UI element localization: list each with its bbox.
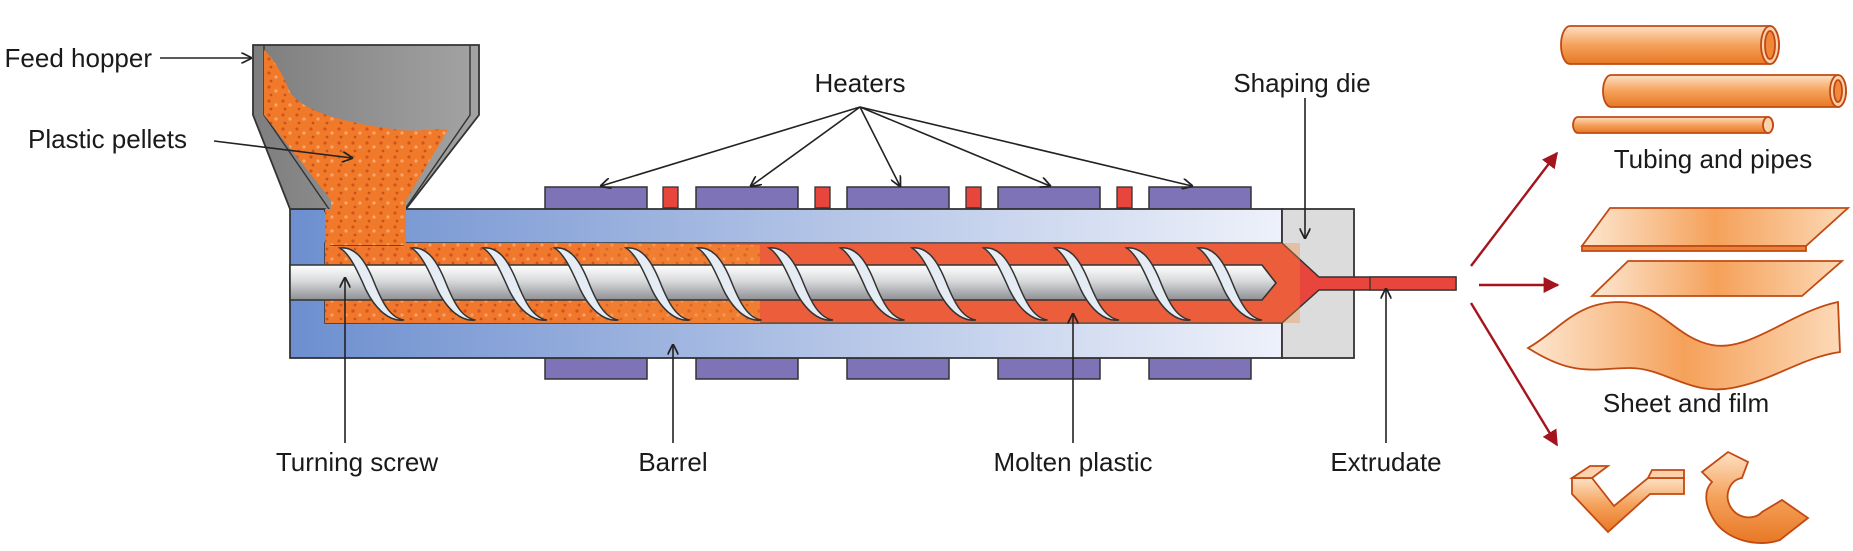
feed-hopper (252, 44, 480, 246)
heater-bottom-4 (997, 357, 1101, 380)
hopper-pellets (264, 50, 448, 245)
screw-flight (981, 247, 1048, 321)
screw-flight (337, 247, 405, 321)
screw-flight (1052, 247, 1120, 321)
screw-flight (623, 247, 691, 321)
output-arrows (1469, 151, 1560, 447)
label-turning-screw: Turning screw (276, 447, 439, 477)
heater-bottom-1 (544, 357, 648, 380)
screw-flight (838, 247, 905, 321)
label-feed-hopper: Feed hopper (5, 43, 153, 73)
screw-flight (909, 247, 977, 321)
screw-flight (766, 247, 834, 321)
heater-bottom-5 (1148, 357, 1252, 380)
heater-connector-4 (1116, 186, 1133, 209)
label-shaping-die: Shaping die (1233, 68, 1370, 98)
screw-flight (1124, 247, 1191, 321)
heater-top-2 (695, 186, 799, 210)
heater-bottom-3 (846, 357, 950, 380)
label-barrel: Barrel (638, 447, 707, 477)
heater-connector-3 (965, 186, 982, 209)
heater-connector-2 (814, 186, 831, 209)
heater-top-3 (846, 186, 950, 210)
screw-flight (695, 247, 762, 321)
label-extrudate: Extrudate (1330, 447, 1441, 477)
heater-bottom-2 (695, 357, 799, 380)
heater-top-5 (1148, 186, 1252, 210)
heater-top-1 (544, 186, 648, 210)
sheet-and-film-illustration (1526, 207, 1851, 391)
screw-flight (480, 247, 548, 321)
heater-connector-1 (662, 186, 679, 209)
label-tubing-and-pipes: Tubing and pipes (1614, 144, 1813, 174)
label-molten-plastic: Molten plastic (994, 447, 1153, 477)
extrudate (1369, 276, 1457, 291)
label-heaters: Heaters (814, 68, 905, 98)
heater-top-4 (997, 186, 1101, 210)
label-sheet-and-film: Sheet and film (1603, 388, 1769, 418)
labels: Feed hopper Plastic pellets Heaters Shap… (5, 43, 1813, 477)
label-plastic-pellets: Plastic pellets (28, 124, 187, 154)
heaters-group (544, 186, 1252, 380)
tubing-and-pipes-illustration (1560, 25, 1847, 134)
screw-flight (409, 247, 476, 321)
turning-screw (289, 247, 1278, 321)
screw-flight (552, 247, 619, 321)
profile-shapes-illustration (1569, 450, 1810, 544)
leader-lines (160, 58, 1386, 443)
screw-flight (1195, 247, 1263, 321)
